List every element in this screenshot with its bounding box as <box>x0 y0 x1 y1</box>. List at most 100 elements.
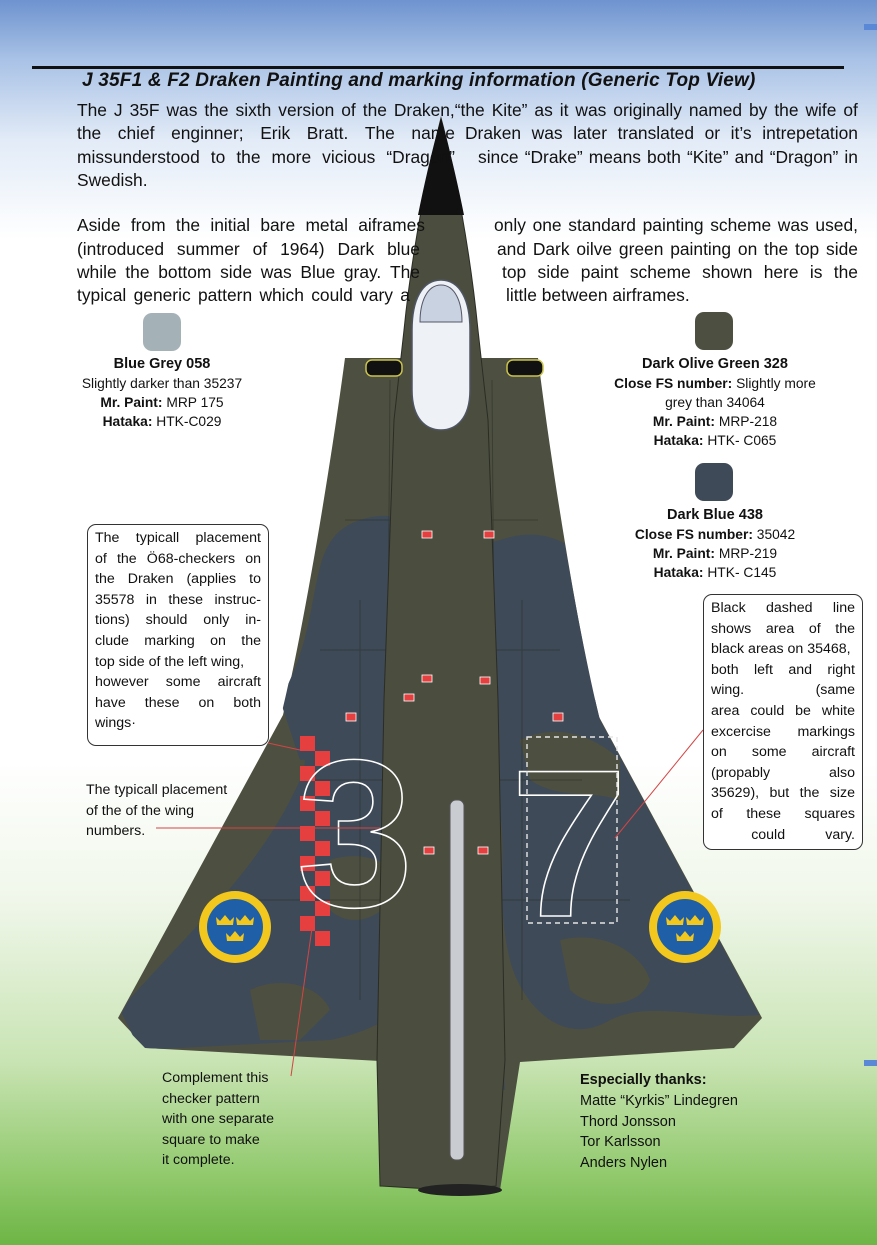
checker-square <box>300 886 315 901</box>
intro-word: Dark <box>337 239 375 259</box>
fs-label: Close FS number: <box>634 527 753 542</box>
intro-word: of <box>252 239 268 259</box>
fs-value: Slightly more <box>736 376 816 391</box>
callout-word: Ö68-checkers <box>146 550 236 567</box>
intro-word: one <box>532 215 562 235</box>
intro-word: Aside <box>77 215 121 235</box>
intro-word: from <box>130 215 166 235</box>
intro-word: enginner; <box>171 123 244 143</box>
intro-word: vicious <box>322 147 376 167</box>
intro-word: the <box>77 123 102 143</box>
intro-word: it <box>559 100 569 120</box>
hataka-label: Hataka: <box>653 433 704 448</box>
intro-word: “Drake” <box>524 147 583 167</box>
o68-checkers <box>300 736 330 946</box>
callout-word: The <box>95 530 120 546</box>
intro-word: Bratt. <box>306 123 349 143</box>
intro-word: sixth <box>235 100 272 120</box>
intro-word: the <box>362 100 387 120</box>
intro-word: here <box>763 262 799 282</box>
mrpaint-label: Mr. Paint: <box>100 395 163 410</box>
note-line: of the of the wing <box>86 802 195 819</box>
callout-word: both <box>233 694 261 711</box>
callout-word: dashed <box>766 600 813 616</box>
color-name: Blue Grey 058 <box>113 356 211 372</box>
callout-word: right <box>827 661 855 678</box>
callout-line: black areas on 35468, <box>711 639 855 660</box>
intro-word: more <box>271 147 312 167</box>
mrpaint-label: Mr. Paint: <box>652 546 715 561</box>
intro-word: The <box>364 123 395 143</box>
callout-word: of <box>711 805 723 822</box>
intro-word: “Dragon” <box>386 147 455 167</box>
intro-word: only <box>494 215 526 235</box>
checker-square <box>315 931 330 946</box>
callout-word: tions) <box>95 612 130 629</box>
callout-word: black areas on 35468, <box>711 641 851 658</box>
fs-value-continued: grey than 34064 <box>665 395 765 410</box>
exhaust <box>418 1184 502 1196</box>
intro-word: the <box>175 215 201 235</box>
intro-word: “Kite” <box>686 147 729 167</box>
mrpaint-value: MRP-218 <box>718 414 778 429</box>
intro-word: Dark <box>532 239 570 259</box>
checker-square <box>315 751 330 766</box>
intro-word: a <box>400 285 410 305</box>
intro-word: Kite” <box>491 100 528 120</box>
hataka-value: HTK-C029 <box>156 414 222 429</box>
crown-icon <box>226 931 244 941</box>
intro-word: was <box>531 123 563 143</box>
intro-word: and <box>497 239 527 259</box>
callout-word: these <box>168 591 204 608</box>
intro-word: name <box>411 123 455 143</box>
checker-square <box>300 736 315 751</box>
thanks-name: Tor Karlsson <box>580 1134 661 1151</box>
callout-word: the <box>241 632 261 649</box>
callout-word: be <box>795 702 811 719</box>
intro-word: metal <box>305 215 348 235</box>
mrpaint-label: Mr. Paint: <box>652 414 715 429</box>
intro-word: missunderstood <box>77 147 200 167</box>
intro-word: wife <box>805 100 837 120</box>
callout-word: (applies <box>186 571 237 588</box>
checker-square <box>300 916 315 931</box>
intro-word: J <box>113 100 123 120</box>
callout-word: markings <box>797 723 855 740</box>
callout-word: of <box>808 620 821 637</box>
callout-word: top side of the left wing, <box>95 653 245 670</box>
thanks-name: Matte “Kyrkis” Lindegren <box>580 1092 738 1109</box>
checker-square <box>300 826 315 841</box>
note-line: it complete. <box>162 1152 235 1168</box>
intro-word: paint <box>580 262 619 282</box>
intro-word: painting <box>670 239 732 259</box>
roundel-right <box>649 891 721 963</box>
callout-word: area <box>711 702 740 719</box>
intro-word: means <box>588 147 641 167</box>
intro-word: “Dragon” <box>769 147 839 167</box>
mrpaint-value: MRP-219 <box>718 546 778 561</box>
callout-word: in- <box>245 612 261 629</box>
intro-word: later <box>573 123 608 143</box>
checker-square <box>315 811 330 826</box>
callout-word: the <box>799 785 820 802</box>
page-header: J 35F1 & F2 Draken Painting and marking … <box>32 66 844 95</box>
checker-square <box>315 841 330 856</box>
note-complement-checker: Complement this checker pattern with one… <box>162 1068 274 1171</box>
callout-word: size <box>829 785 855 802</box>
callout-word: clude <box>95 632 129 649</box>
callout-word: in <box>145 591 157 608</box>
note-line: The typicall placement <box>86 782 228 798</box>
